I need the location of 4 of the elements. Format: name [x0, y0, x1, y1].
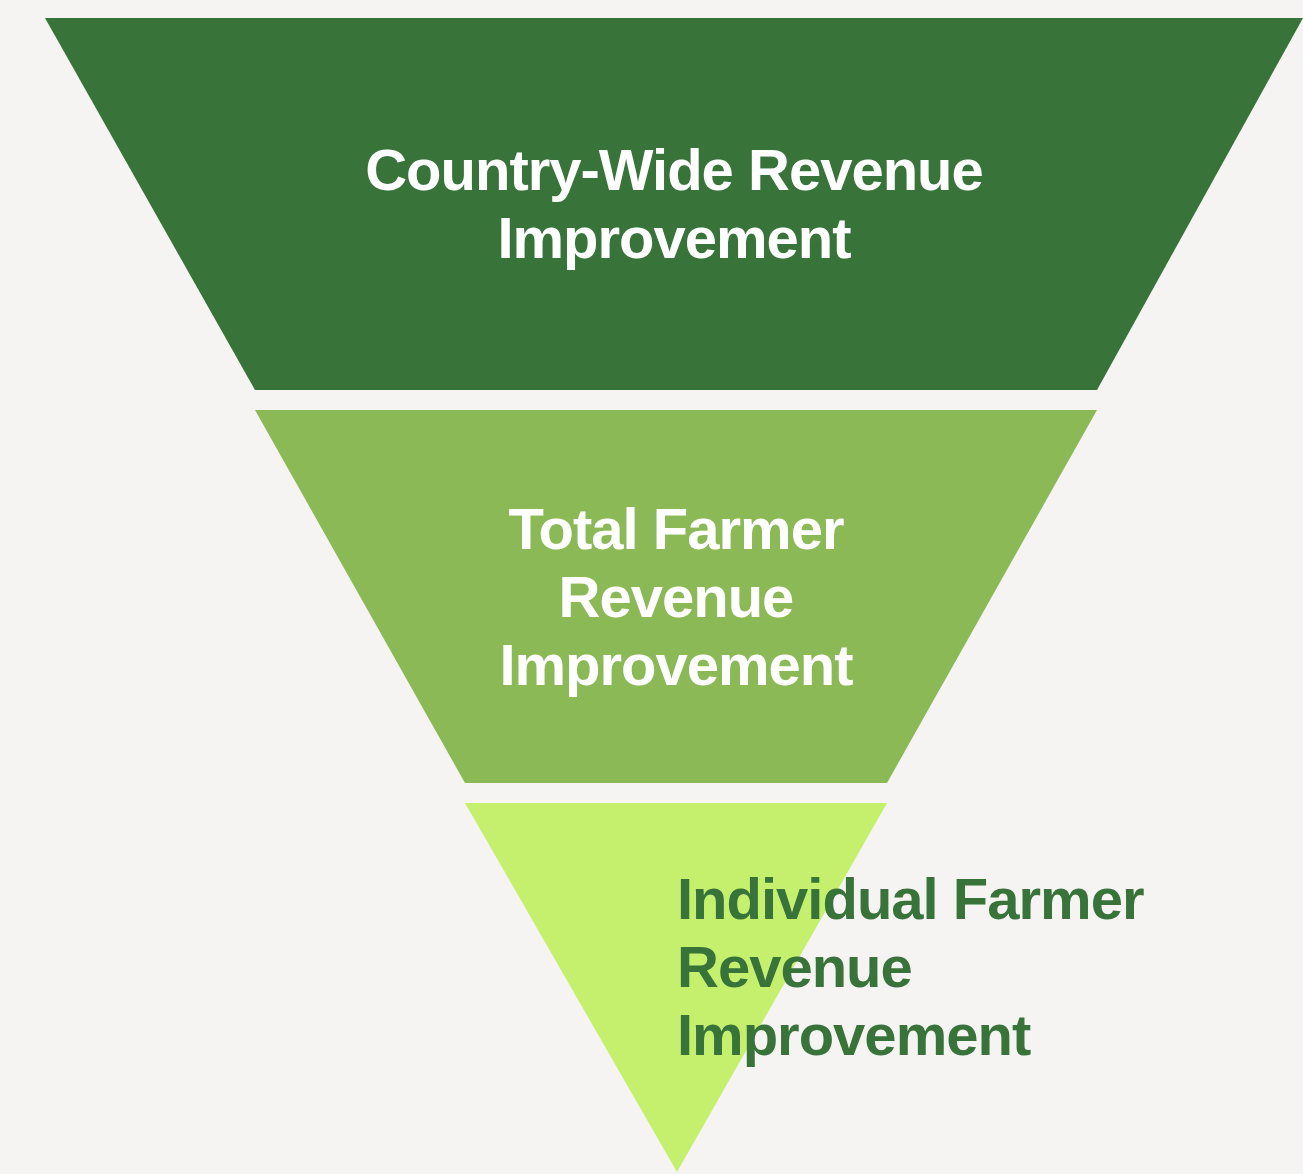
- segment-label: Country-Wide Revenue Improvement: [364, 136, 984, 272]
- funnel-top-segment: [45, 18, 1303, 390]
- segment-label: Total Farmer Revenue Improvement: [498, 494, 854, 699]
- funnel-middle-segment: [255, 410, 1097, 783]
